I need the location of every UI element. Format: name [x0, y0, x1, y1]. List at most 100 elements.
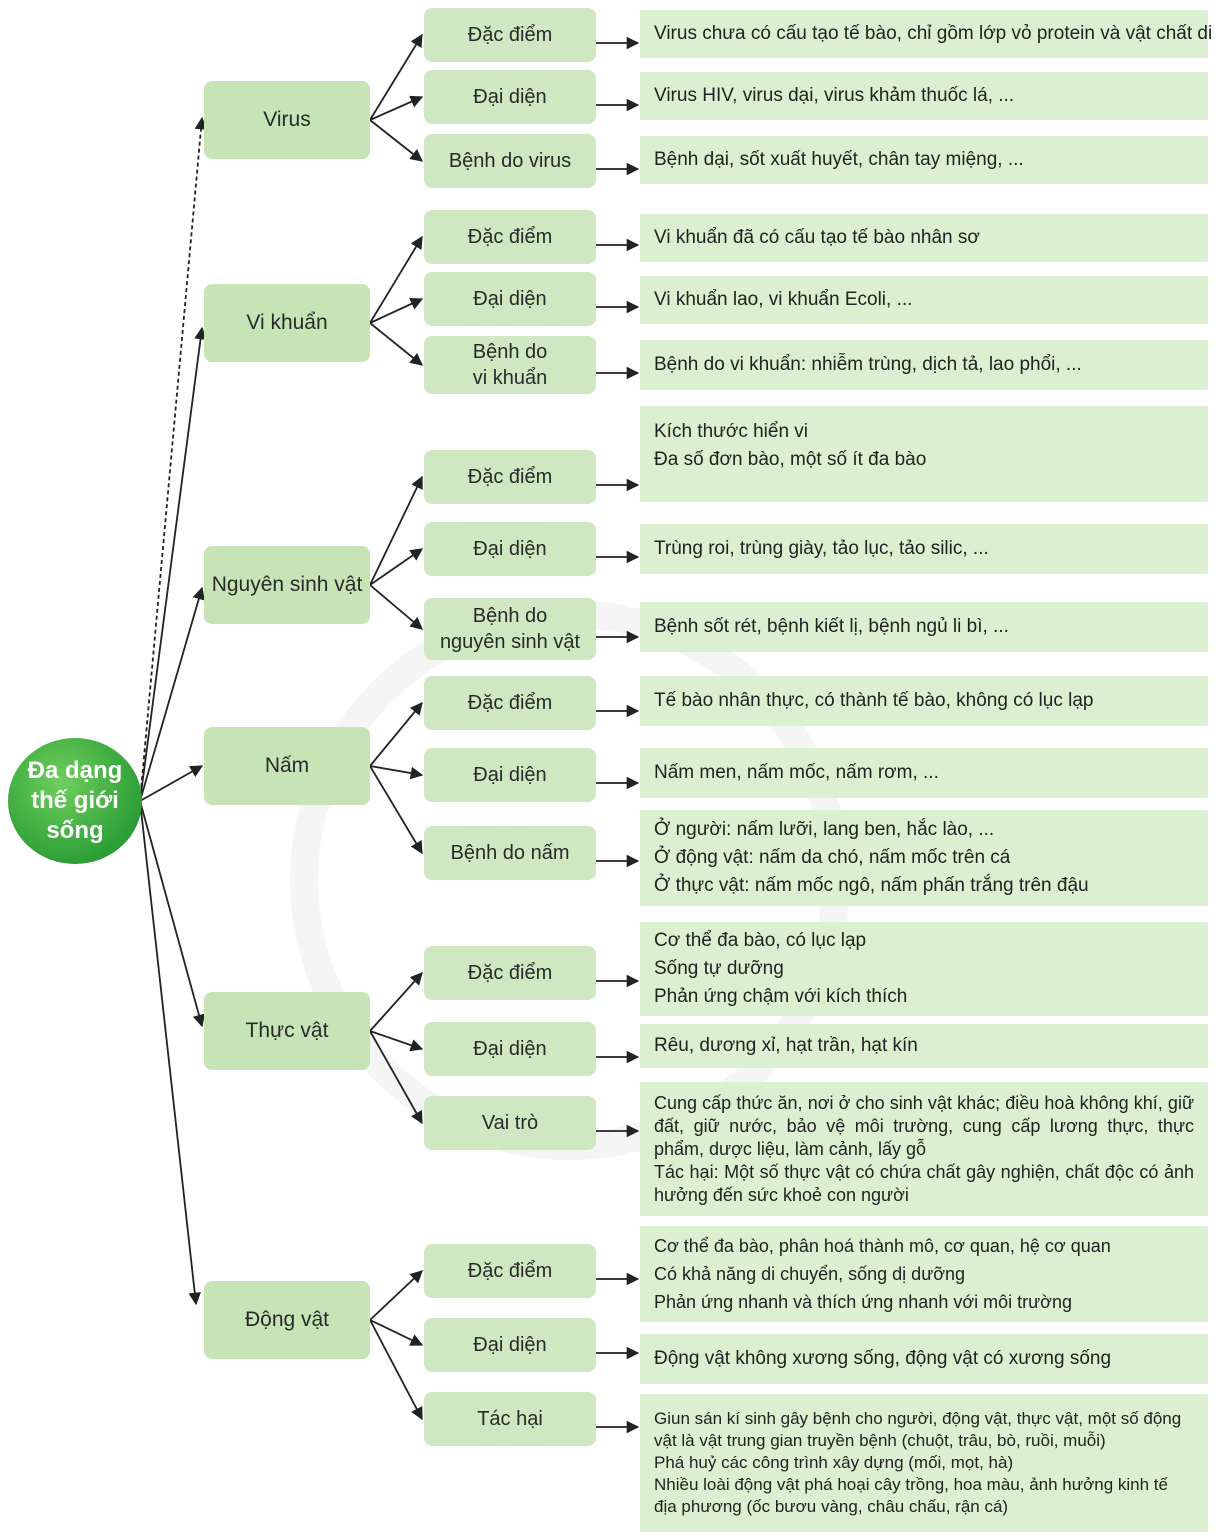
connector-arrow [139, 326, 207, 802]
connector-arrow [369, 95, 424, 121]
desc-line: Ở người: nấm lưỡi, lang ben, hắc lào, ..… [654, 819, 995, 840]
sub-label: Đại diện [473, 288, 547, 310]
desc-line: Bệnh sốt rét, bệnh kiết lị, bệnh ngủ li … [654, 616, 1009, 637]
protists-sub-examples: Đại diện [424, 522, 596, 576]
virus-desc-examples: Virus HIV, virus dại, virus khảm thuốc l… [640, 72, 1208, 120]
desc-line: Trùng roi, trùng giày, tảo lục, tảo sili… [654, 538, 989, 559]
sub-label: Bệnh do virus [448, 150, 572, 172]
connector-arrow [369, 119, 423, 162]
plants-desc-examples: Rêu, dương xỉ, hạt trần, hạt kín [640, 1024, 1208, 1068]
sub-label: Bệnh do vi khuẩn [472, 341, 548, 389]
category-label: Nguyên sinh vật [211, 573, 363, 596]
bacteria-desc-examples: Vi khuẩn lao, vi khuẩn Ecoli, ... [640, 276, 1208, 324]
bacteria-desc-diseases: Bệnh do vi khuẩn: nhiễm trùng, dịch tả, … [640, 340, 1208, 390]
virus-desc-features: Virus chưa có cấu tạo tế bào, chỉ gồm lớ… [640, 10, 1216, 58]
animals-sub-harms: Tác hại [424, 1392, 596, 1446]
connector-arrow [369, 1319, 424, 1346]
desc-line: Sống tự dưỡng [654, 958, 784, 979]
desc-line: Đa số đơn bào, một số ít đa bào [654, 449, 927, 470]
category-bacteria: Vi khuẩn [204, 284, 370, 362]
root-line: Đa dạng [27, 757, 123, 784]
bacteria-sub-examples: Đại diện [424, 272, 596, 326]
plants-sub-examples: Đại diện [424, 1022, 596, 1076]
category-label: Virus [263, 108, 311, 131]
connector-arrow [369, 765, 423, 855]
sub-label: Đặc điểm [467, 24, 553, 46]
sub-label: Đại diện [473, 86, 547, 108]
desc-line: Động vật không xương sống, động vật có x… [654, 1348, 1112, 1369]
desc-line: Nhiều loài động vật phá hoại cây trồng, … [654, 1475, 1168, 1516]
protists-sub-features: Đặc điểm [424, 450, 596, 504]
bacteria-sub-features: Đặc điểm [424, 210, 596, 264]
category-label: Nấm [264, 754, 310, 777]
category-plants: Thực vật [204, 992, 370, 1070]
bacteria-desc-features: Vi khuẩn đã có cấu tạo tế bào nhân sơ [640, 214, 1208, 262]
connector-arrow [369, 702, 423, 767]
connector-arrow [139, 800, 206, 1028]
fungi-desc-diseases: Ở người: nấm lưỡi, lang ben, hắc lào, ..… [640, 810, 1208, 906]
virus-desc-diseases: Bệnh dại, sốt xuất huyết, chân tay miệng… [640, 136, 1208, 184]
sub-label: Đặc điểm [467, 1260, 553, 1282]
sub-label: Tác hại [477, 1408, 543, 1430]
desc-line: Virus HIV, virus dại, virus khảm thuốc l… [654, 85, 1015, 106]
connector-arrow [369, 1030, 424, 1052]
desc-line: Cung cấp thức ăn, nơi ở cho sinh vật khá… [654, 1092, 1194, 1159]
connector-arrow [139, 800, 202, 1306]
connector-arrow [369, 1319, 423, 1421]
connector-arrow [369, 765, 424, 780]
sub-label: Đại diện [473, 538, 547, 560]
desc-line: Giun sán kí sinh gây bệnh cho người, độn… [654, 1409, 1182, 1450]
plants-sub-features: Đặc điểm [424, 946, 596, 1000]
desc-line: Rêu, dương xỉ, hạt trần, hạt kín [654, 1035, 918, 1056]
root-line: sống [46, 817, 104, 844]
desc-line: Nấm men, nấm mốc, nấm rơm, ... [654, 762, 939, 783]
fungi-desc-examples: Nấm men, nấm mốc, nấm rơm, ... [640, 748, 1208, 798]
connector-arrow [369, 548, 424, 586]
connector-arrow [369, 584, 423, 630]
category-label: Thực vật [245, 1019, 329, 1042]
animals-desc-examples: Động vật không xương sống, động vật có x… [640, 1334, 1208, 1384]
protists-desc-examples: Trùng roi, trùng giày, tảo lục, tảo sili… [640, 524, 1208, 574]
desc-line: Vi khuẩn lao, vi khuẩn Ecoli, ... [654, 289, 913, 310]
protists-sub-diseases: Bệnh do nguyên sinh vật [424, 598, 596, 660]
animals-sub-features: Đặc điểm [424, 1244, 596, 1298]
connector-arrow [369, 33, 423, 121]
connector-arrow [369, 298, 424, 324]
bacteria-sub-diseases: Bệnh do vi khuẩn [424, 336, 596, 394]
sub-label: Đặc điểm [467, 962, 553, 984]
desc-line: Cơ thể đa bào, có lục lạp [654, 930, 867, 951]
connector-arrow [369, 322, 423, 366]
desc-line: Virus chưa có cấu tạo tế bào, chỉ gồm lớ… [654, 23, 1216, 44]
desc-line: Phá huỷ các công trình xây dựng (mối, mọ… [654, 1453, 1014, 1472]
virus-sub-diseases: Bệnh do virus [424, 134, 596, 188]
desc-line: Cơ thể đa bào, phân hoá thành mô, cơ qua… [654, 1236, 1111, 1256]
sub-label: Bệnh do nấm [450, 842, 570, 864]
connector-arrow [369, 475, 423, 586]
category-label: Vi khuẩn [246, 311, 328, 334]
desc-line: Tác hại: Một số thực vật có chứa chất gâ… [654, 1161, 1194, 1205]
desc-line: Vi khuẩn đã có cấu tạo tế bào nhân sơ [654, 227, 980, 248]
category-virus: Virus [204, 81, 370, 159]
connector-arrow [139, 765, 204, 802]
category-protists: Nguyên sinh vật [204, 546, 370, 624]
sub-label: Đặc điểm [467, 466, 553, 488]
sub-label: Đặc điểm [467, 226, 553, 248]
animals-desc-features: Cơ thể đa bào, phân hoá thành mô, cơ qua… [640, 1226, 1208, 1322]
sub-label: Bệnh do nguyên sinh vật [439, 605, 581, 653]
animals-desc-harms: Giun sán kí sinh gây bệnh cho người, độn… [640, 1394, 1208, 1532]
protists-desc-features: Kích thước hiển vi Đa số đơn bào, một số … [640, 406, 1208, 502]
desc-line: Phản ứng chậm với kích thích [654, 986, 908, 1007]
virus-sub-features: Đặc điểm [424, 8, 596, 62]
plants-desc-roles: Cung cấp thức ăn, nơi ở cho sinh vật khá… [640, 1082, 1208, 1216]
fungi-sub-examples: Đại diện [424, 748, 596, 802]
sub-label: Đại diện [473, 1334, 547, 1356]
sub-label: Đại diện [473, 764, 547, 786]
desc-line: Kích thước hiển vi [654, 421, 809, 442]
desc-line: Có khả năng di chuyển, sống dị dưỡng [654, 1264, 966, 1284]
connector-arrow [369, 972, 423, 1032]
fungi-sub-diseases: Bệnh do nấm [424, 826, 596, 880]
root-line: thế giới [31, 787, 119, 814]
desc-line: Bệnh do vi khuẩn: nhiễm trùng, dịch tả, … [654, 354, 1082, 375]
